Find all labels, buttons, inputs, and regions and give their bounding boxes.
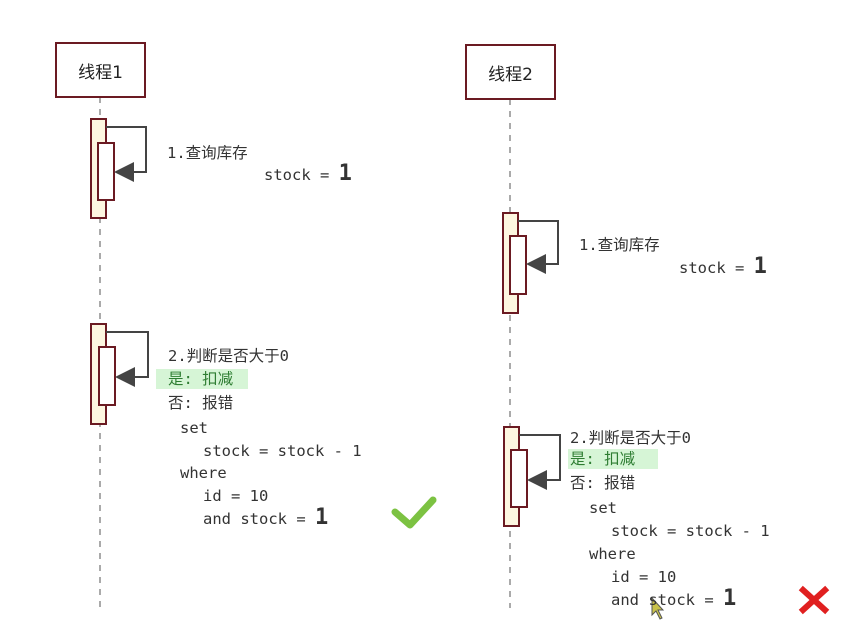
step2-label: 2.判断是否大于0 [168,347,289,365]
sql-line: set [589,499,617,517]
sql-line: set [180,419,208,437]
step2-label: 2.判断是否大于0 [570,429,691,447]
sql-value: 1 [722,586,737,611]
check-icon [391,496,437,529]
stock-value: 1 [338,161,352,186]
stock-readout: stock = 1 [679,254,767,279]
sql-line: stock = stock - 1 [203,442,362,460]
stock-prefix: stock = [679,259,754,277]
self-message-arrow [519,434,561,490]
sql-line: where [589,545,636,563]
thread-1-title: 线程1 [78,62,123,83]
sql-value: 1 [314,505,329,530]
sql-line: where [180,464,227,482]
sql-line: id = 10 [203,487,269,505]
sql-prefix: and stock = [203,510,315,528]
thread-2-title: 线程2 [488,64,533,85]
self-message-arrow [518,220,559,274]
yes-branch: 是: 扣减 [156,369,248,389]
self-message-arrow [106,126,147,182]
stock-readout: stock = 1 [264,161,352,186]
step1-label: 1.查询库存 [579,236,660,254]
sql-line-last: and stock = 1 [203,505,329,530]
no-branch: 否: 报错 [168,394,234,412]
activation-bar-inner [510,449,528,508]
cross-icon [798,585,830,615]
thread-2-header: 线程2 [465,44,556,100]
activation-bar-inner [97,142,115,201]
activation-bar-inner [98,346,116,406]
sql-prefix: and stock = [611,591,723,609]
mouse-cursor-icon [651,596,665,620]
sql-line-last: and stock = 1 [611,586,737,611]
self-message-arrow [106,331,149,387]
sql-line: stock = stock - 1 [611,522,770,540]
yes-branch: 是: 扣减 [568,449,658,469]
stock-value: 1 [753,254,767,279]
step1-label: 1.查询库存 [167,144,248,162]
thread-1-header: 线程1 [55,42,146,98]
stock-prefix: stock = [264,166,339,184]
sql-line: id = 10 [611,568,677,586]
no-branch: 否: 报错 [570,474,636,492]
activation-bar-inner [509,235,527,295]
